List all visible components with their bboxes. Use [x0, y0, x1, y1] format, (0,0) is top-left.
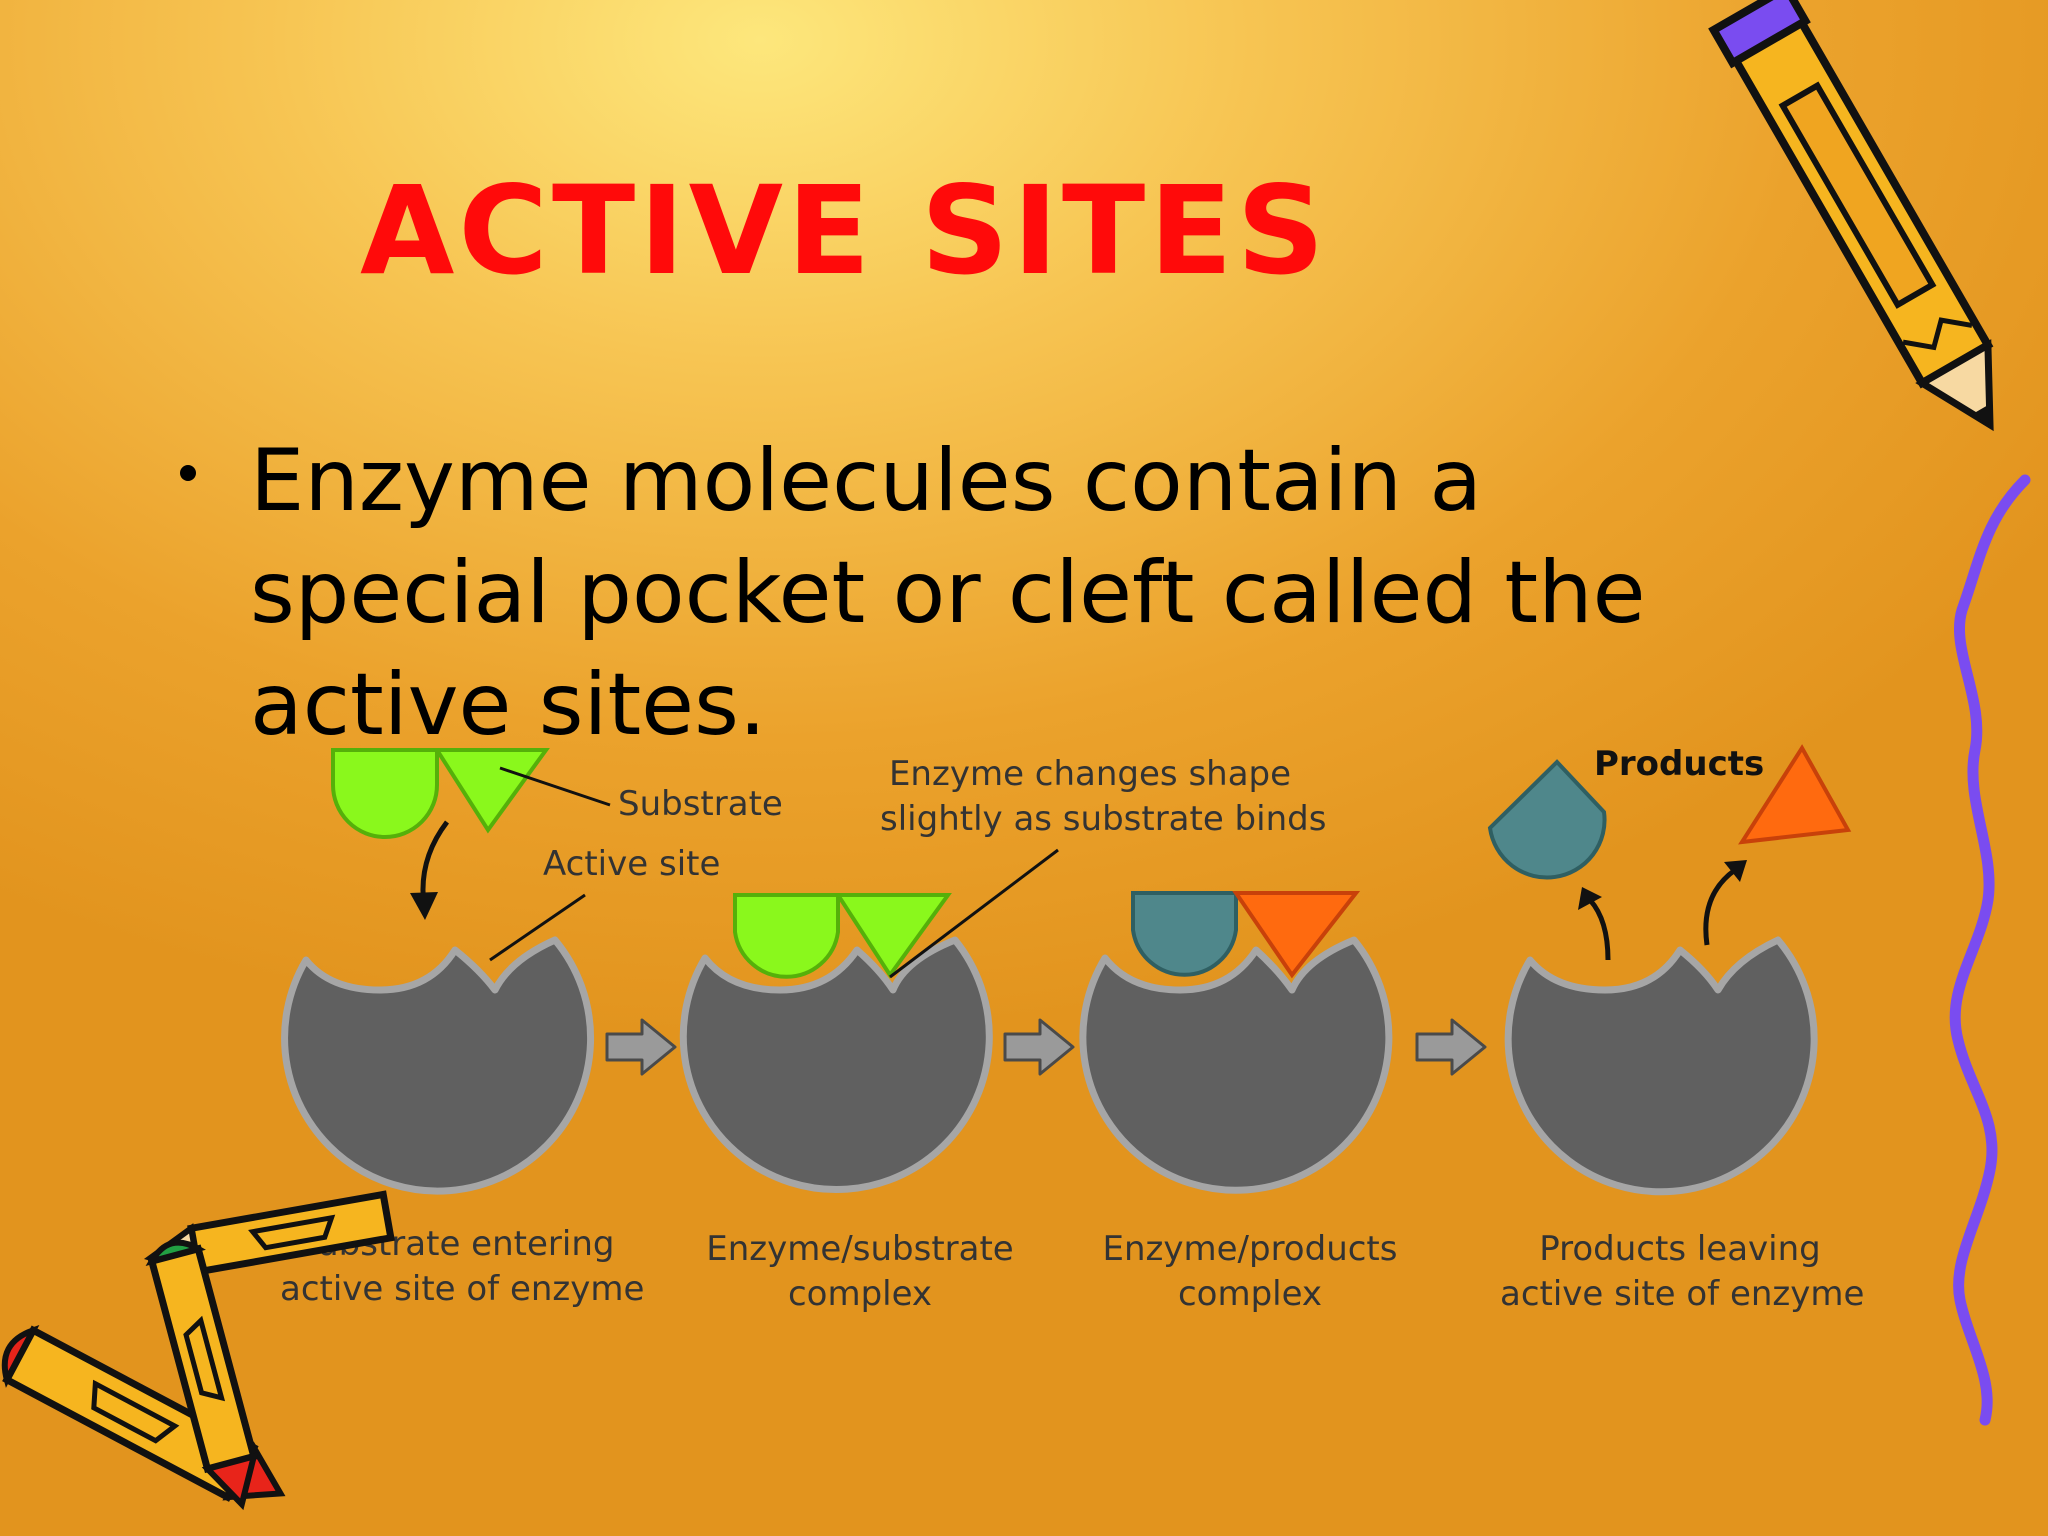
active-site-leader-line	[489, 893, 586, 962]
slide-title: ACTIVE SITES	[360, 160, 1329, 302]
enzyme-4	[1504, 936, 1818, 1196]
stage-2-line-1: Enzyme/substrate	[706, 1229, 1014, 1269]
stage-1-line-2: active site of enzyme	[280, 1269, 645, 1309]
product-leaving-arrowhead-1	[1578, 887, 1602, 910]
product-leaving-arrow-2	[1703, 867, 1737, 946]
stage-3-line-2: complex	[1177, 1274, 1323, 1314]
active-site-label: Active site	[543, 844, 721, 884]
stage-3-caption: Enzyme/products complex	[1090, 1227, 1410, 1317]
substrate-label: Substrate	[618, 784, 783, 824]
product-leaving-arrow-1	[1588, 898, 1611, 961]
substrate-entering-arrowhead	[410, 892, 438, 920]
substrate-leader-line	[499, 766, 611, 807]
stage-4-line-1: Products leaving	[1539, 1229, 1821, 1269]
stage-1-line-1: Substrate entering	[295, 1224, 615, 1264]
product-semicircle-bound	[1131, 891, 1238, 977]
product-drop-released	[1487, 759, 1607, 880]
shape-change-leader-line	[889, 848, 1059, 979]
substrate-semicircle-2	[733, 893, 840, 979]
stage-1-caption: Substrate entering active site of enzyme	[280, 1222, 645, 1312]
bullet-marker	[180, 465, 196, 481]
stage-3-line-1: Enzyme/products	[1102, 1229, 1398, 1269]
product-leaving-arrowhead-2	[1724, 860, 1747, 882]
bullet-text: Enzyme molecules contain a special pocke…	[250, 431, 1646, 755]
step-arrow-1	[605, 1018, 677, 1076]
enzyme-3	[1079, 936, 1393, 1194]
stage-4-caption: Products leaving active site of enzyme	[1500, 1227, 1865, 1317]
product-triangle-bound	[1232, 891, 1361, 979]
substrate-triangle-2	[834, 893, 952, 979]
shape-change-line-1: Enzyme changes shape	[888, 754, 1292, 794]
product-triangle-released	[1738, 744, 1852, 845]
substrate-semicircle-1	[331, 748, 439, 839]
step-arrow-2	[1003, 1018, 1075, 1076]
step-arrow-3	[1415, 1018, 1487, 1076]
stage-4-line-2: active site of enzyme	[1500, 1274, 1865, 1314]
stage-2-caption: Enzyme/substrate complex	[700, 1227, 1020, 1317]
stage-2-line-2: complex	[787, 1274, 933, 1314]
shape-change-line-2: slightly as substrate binds	[880, 799, 1327, 839]
shape-change-label: Enzyme changes shape slightly as substra…	[880, 752, 1327, 842]
enzyme-2	[679, 936, 993, 1193]
substrate-triangle-1	[433, 748, 550, 834]
products-label: Products	[1594, 744, 1765, 784]
enzyme-1	[281, 936, 595, 1195]
